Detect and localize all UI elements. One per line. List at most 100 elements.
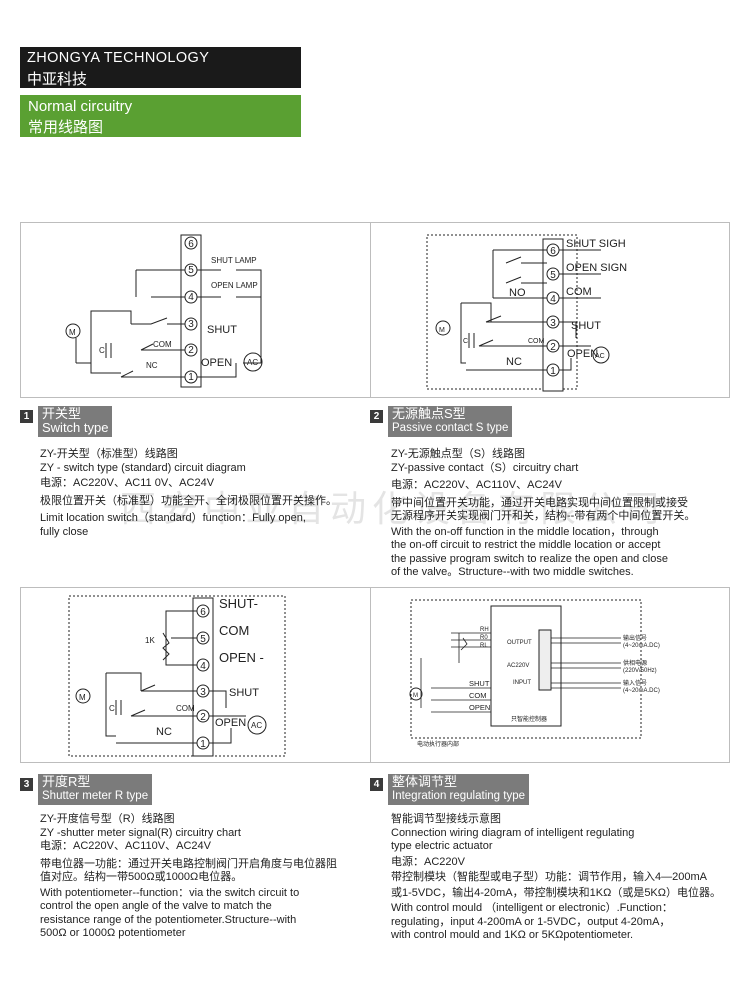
line: the passive program switch to realize th… <box>391 552 668 565</box>
com-label: COM <box>566 286 592 298</box>
line: 或1-5VDC，输出4-20mA，带控制模块和1KΩ（或是5KΩ）电位器。 <box>391 886 721 899</box>
motor-label: M <box>79 693 86 702</box>
terminal-1: 1 <box>550 366 556 377</box>
open-label: OPEN <box>201 357 232 369</box>
line: 电源：AC220V <box>391 855 465 868</box>
com-small-label: COM <box>528 338 545 345</box>
section-title-cn: 整体调节型 <box>392 774 458 789</box>
terminal-4: 4 <box>200 661 206 672</box>
com-small-label: COM <box>176 704 195 713</box>
line: 500Ω or 1000Ω potentiometer <box>40 927 186 939</box>
shut-label: SHUT <box>207 324 237 336</box>
shut-lamp-label: SHUT LAMP <box>211 256 257 265</box>
section-header: Normal circuitry 常用线路图 <box>20 95 301 137</box>
section-3-text: ZY-开度信号型（R）线路图 ZY -shutter meter signal(… <box>40 813 370 941</box>
section-label: 开关型 Switch type <box>38 406 113 437</box>
brand-header: ZHONGYA TECHNOLOGY 中亚科技 <box>20 47 301 88</box>
output-label: OUTPUT <box>507 640 532 646</box>
terminal-5: 5 <box>550 270 556 281</box>
in-signal-range: (4~20mA.DC) <box>623 688 660 694</box>
section-number: 3 <box>20 778 33 791</box>
ac-label: AC <box>251 721 262 730</box>
line: 极限位置开关（标准型）功能全开、全闭极限位置开关操作。 <box>40 494 337 507</box>
nc-label: NC <box>156 726 172 738</box>
no-label: NO <box>509 287 526 299</box>
shut-label: SHUT <box>571 320 601 332</box>
section-label: 无源触点S型 Passive contact S type <box>388 406 513 437</box>
line: resistance range of the potentiometer.St… <box>40 913 297 926</box>
section-title-cn: 常用线路图 <box>28 119 104 136</box>
open-sign-label: OPEN SIGN <box>566 262 627 274</box>
line: ZY - switch type (standard) circuit diag… <box>40 461 246 474</box>
line: 电源：AC220V、AC110V、AC24V <box>40 840 211 852</box>
shut-label: SHUT <box>469 679 490 688</box>
terminal-2: 2 <box>550 342 556 353</box>
watermark: 西安中亚自动化设备有限公司 <box>120 489 667 530</box>
terminal-6: 6 <box>550 246 556 257</box>
diagram-shutter-meter: 6 5 4 3 2 1 SHUT- COM OPEN - SHUT OPEN N… <box>20 587 380 763</box>
terminal-1: 1 <box>188 372 194 383</box>
power-range: (220V/50Hz) <box>623 668 657 674</box>
line: 电源：AC220V、AC11 0V、AC24V <box>40 477 215 489</box>
open-top-label: OPEN - <box>219 650 264 665</box>
section-label: 开度R型 Shutter meter R type <box>38 774 153 805</box>
section-4: 4 整体调节型 Integration regulating type <box>370 774 710 810</box>
shut-top-label: SHUT- <box>219 596 258 611</box>
motor-label: M <box>413 693 418 699</box>
power-label: 供相电源 <box>623 659 647 667</box>
line: ZY-passive contact（S）circuitry chart <box>391 461 579 474</box>
section-title-cn: 开关型 <box>42 406 82 421</box>
capacitor-label: C <box>109 704 115 713</box>
line: 值对应。结构一带500Ω或1000Ω电位器。 <box>40 871 243 883</box>
ac220-label: AC220V <box>507 663 529 669</box>
section-title-cn: 开度R型 <box>42 774 91 789</box>
pot-1k-label: 1K <box>145 636 155 645</box>
terminal-6: 6 <box>200 607 206 618</box>
line: control the open angle of the valve to m… <box>40 900 272 912</box>
section-number: 2 <box>370 410 383 423</box>
terminal-3: 3 <box>188 319 194 330</box>
section-2: 2 无源触点S型 Passive contact S type <box>370 406 710 442</box>
line: fully close <box>40 525 89 538</box>
line: the on-off circuit to restrict the middl… <box>391 539 661 551</box>
section-4-text: 智能调节型接线示意图 Connection wiring diagram of … <box>391 813 731 943</box>
motor-label: M <box>69 328 76 337</box>
section-2-text: ZY-无源触点型（S）线路图 ZY-passive contact（S）circ… <box>391 448 721 580</box>
input-label: INPUT <box>513 680 531 686</box>
line: 智能调节型接线示意图 <box>391 813 501 825</box>
open-label: OPEN <box>215 717 246 729</box>
diagram-switch-type: 6 5 4 3 2 1 SHUT LAMP OPEN LAMP COM NC M… <box>20 222 380 398</box>
diagram-passive-contact: 6 5 4 3 2 1 SHUT SIGH OPEN SIGN NO COM S… <box>370 222 730 398</box>
line: regulating，input 4-200mA or 1-5VDC，outpu… <box>391 915 671 928</box>
section-title-en: Switch type <box>42 420 109 435</box>
line: ZY-开度信号型（R）线路图 <box>40 813 175 825</box>
line: 电源：AC220V、AC110V、AC24V <box>391 479 562 491</box>
section-title-en: Normal circuitry <box>28 98 133 115</box>
line: With potentiometer--function：via the swi… <box>40 886 300 899</box>
line: ZY -shutter meter signal(R) circuitry ch… <box>40 826 241 839</box>
open-label: OPEN <box>567 348 598 360</box>
section-title-en: Shutter meter R type <box>42 790 149 802</box>
open-label: OPEN <box>469 703 490 712</box>
module-label: 只智能控制器 <box>511 715 547 723</box>
section-title-en: Passive contact S type <box>392 422 509 434</box>
line: ZY-无源触点型（S）线路图 <box>391 448 526 460</box>
terminal-5: 5 <box>188 265 194 276</box>
line: With the on-off function in the middle l… <box>391 525 659 538</box>
line: ZY-开关型（标准型）线路图 <box>40 448 178 460</box>
section-title-cn: 无源触点S型 <box>392 406 466 421</box>
shut-label: SHUT <box>229 687 259 699</box>
brand-name-cn: 中亚科技 <box>27 71 88 88</box>
section-number: 4 <box>370 778 383 791</box>
open-lamp-label: OPEN LAMP <box>211 281 258 290</box>
terminal-1: 1 <box>200 739 206 750</box>
line: 无源程序开关实现阀门开和关，结构--带有两个中间位置开关。 <box>391 510 696 522</box>
terminal-4: 4 <box>550 294 556 305</box>
ac-label: AC <box>595 353 605 360</box>
r0-label: R0 <box>480 635 488 641</box>
line: 带控制模块（智能型或电子型）功能：调节作用，输入4—200mA <box>391 871 707 883</box>
section-number: 1 <box>20 410 33 423</box>
rl-label: RL <box>480 643 488 649</box>
line: with control mould and 1KΩ or 5KΩpotenti… <box>391 929 634 941</box>
line: 带电位器一功能：通过开关电路控制阀门开启角度与电位器阻 <box>40 857 337 870</box>
